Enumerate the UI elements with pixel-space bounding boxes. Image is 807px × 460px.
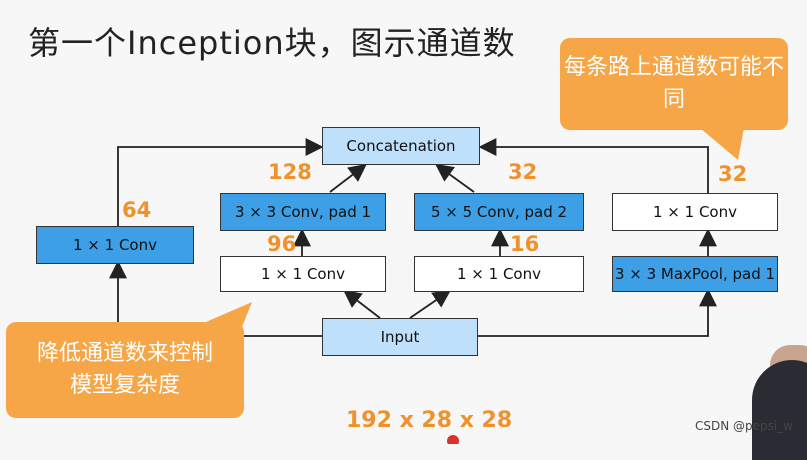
- slide-title: 第一个Inception块，图示通道数: [28, 24, 516, 62]
- edge-b3-concat: [435, 163, 475, 193]
- channels-b2-reduce: 96: [267, 232, 297, 256]
- branch3-conv-node: 5 × 5 Conv, pad 2: [414, 193, 584, 231]
- channels-b4-out: 32: [718, 162, 748, 186]
- concatenation-node: Concatenation: [322, 127, 480, 165]
- pointer-mark: [447, 435, 459, 444]
- edge-b1-concat: [117, 138, 324, 226]
- edge-b2-concat: [329, 163, 367, 193]
- input-node: Input: [322, 318, 478, 356]
- edge-b4-concat: [478, 138, 709, 193]
- callout-bottom: 降低通道数来控制模型复杂度: [6, 322, 244, 418]
- channels-b2-out: 128: [268, 160, 312, 184]
- branch1-conv-node: 1 × 1 Conv: [36, 226, 194, 264]
- channels-b3-out: 32: [508, 160, 538, 184]
- branch2-conv-node: 3 × 3 Conv, pad 1: [220, 193, 386, 231]
- branch3-reduce-node: 1 × 1 Conv: [414, 256, 584, 292]
- presenter-body: [752, 360, 807, 460]
- branch2-reduce-node: 1 × 1 Conv: [220, 256, 386, 292]
- channels-b3-reduce: 16: [510, 232, 540, 256]
- edge-input-b2: [343, 289, 381, 319]
- channels-b1: 64: [122, 198, 152, 222]
- watermark: CSDN @pepsi_w: [694, 419, 793, 433]
- callout-top-tail: [700, 128, 744, 160]
- edge-input-b3: [409, 289, 451, 319]
- branch4-conv-node: 1 × 1 Conv: [612, 193, 778, 231]
- connector-lines: [109, 138, 717, 337]
- input-dimensions: 192 x 28 x 28: [346, 408, 513, 433]
- callout-top: 每条路上通道数可能不同: [560, 38, 788, 130]
- branch4-pool-node: 3 × 3 MaxPool, pad 1: [612, 256, 778, 292]
- edge-input-b4: [478, 288, 717, 337]
